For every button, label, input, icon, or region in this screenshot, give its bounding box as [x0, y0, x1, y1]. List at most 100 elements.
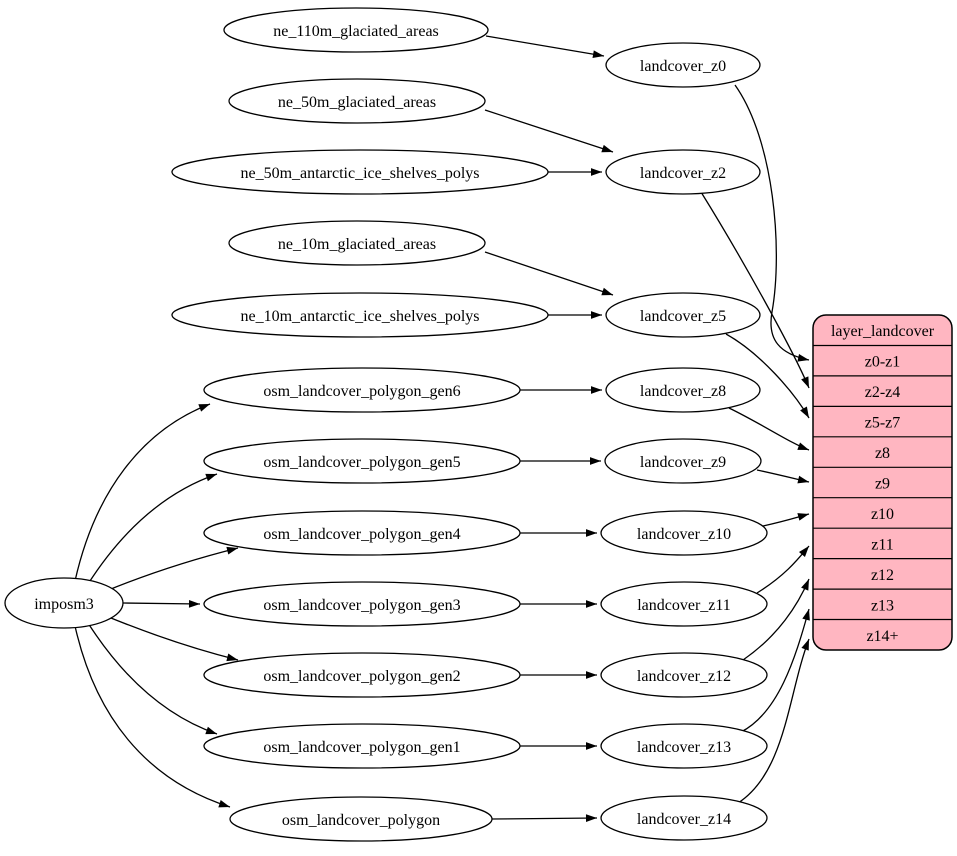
- edges-layer: [74, 35, 810, 823]
- layer-row-z10: z10: [871, 506, 894, 523]
- node-shape-landcover-z8: [605, 367, 761, 413]
- layer-row-z14: z14+: [866, 628, 898, 645]
- node-label-landcover-z10: landcover_z10: [637, 526, 731, 543]
- layer-row-z13: z13: [871, 598, 894, 615]
- node-shape-osm-landcover-polygon-gen5: [203, 438, 521, 484]
- node-label-osm-landcover-polygon-gen4: osm_landcover_polygon_gen4: [263, 526, 460, 543]
- node-landcover-z11: landcover_z11: [600, 581, 768, 627]
- edge-ne110m-z0: [485, 35, 605, 59]
- node-shape-landcover-z2: [605, 149, 761, 195]
- node-shape-landcover-z10: [600, 510, 768, 556]
- edge-z11-row-z11: [756, 545, 810, 594]
- node-shape-landcover-z11: [600, 581, 768, 627]
- node-label-osm-landcover-polygon: osm_landcover_polygon: [282, 812, 440, 829]
- node-imposm3: imposm3: [4, 577, 124, 629]
- node-label-landcover-z8: landcover_z8: [640, 383, 726, 400]
- node-label-landcover-z2: landcover_z2: [640, 165, 726, 182]
- node-osm-landcover-polygon-gen4: osm_landcover_polygon_gen4: [203, 510, 521, 556]
- node-landcover-z8: landcover_z8: [605, 367, 761, 413]
- node-label-osm-landcover-polygon-gen1: osm_landcover_polygon_gen1: [263, 739, 460, 756]
- node-landcover-z9: landcover_z9: [604, 438, 762, 484]
- edge-polygon-z14: [491, 814, 598, 823]
- layer-landcover-table: layer_landcover z0-z1 z2-z4 z5-z7 z8 z9 …: [812, 314, 953, 651]
- node-label-landcover-z5: landcover_z5: [640, 308, 726, 325]
- node-shape-osm-landcover-polygon-gen3: [203, 581, 521, 627]
- node-label-osm-landcover-polygon-gen3: osm_landcover_polygon_gen3: [263, 597, 460, 614]
- node-shape-ne-10m-glaciated-areas: [228, 220, 486, 266]
- edge-imposm3-gen1: [87, 622, 218, 735]
- edge-z0-row-z0z1: [734, 84, 810, 362]
- layer-row-z12: z12: [871, 567, 894, 584]
- node-shape-imposm3: [4, 577, 124, 629]
- edge-imposm3-gen2: [105, 615, 239, 662]
- node-label-ne-50m-antarctic-ice-shelves-polys: ne_50m_antarctic_ice_shelves_polys: [240, 165, 479, 182]
- node-shape-osm-landcover-polygon-gen6: [203, 367, 521, 413]
- node-ne-10m-antarctic-ice-shelves-polys: ne_10m_antarctic_ice_shelves_polys: [171, 292, 549, 338]
- node-label-ne-10m-antarctic-ice-shelves-polys: ne_10m_antarctic_ice_shelves_polys: [240, 308, 479, 325]
- node-shape-landcover-z9: [604, 438, 762, 484]
- edge-imposm3-gen5: [87, 473, 218, 585]
- node-osm-landcover-polygon-gen3: osm_landcover_polygon_gen3: [203, 581, 521, 627]
- node-shape-osm-landcover-polygon: [229, 796, 493, 842]
- node-label-ne-50m-glaciated-areas: ne_50m_glaciated_areas: [278, 94, 436, 111]
- layer-table-title: layer_landcover: [831, 323, 935, 340]
- node-label-osm-landcover-polygon-gen2: osm_landcover_polygon_gen2: [263, 668, 460, 685]
- node-shape-landcover-z12: [600, 652, 768, 698]
- node-label-osm-landcover-polygon-gen6: osm_landcover_polygon_gen6: [263, 383, 460, 400]
- node-label-landcover-z11: landcover_z11: [637, 597, 731, 614]
- node-osm-landcover-polygon-gen1: osm_landcover_polygon_gen1: [203, 723, 521, 769]
- node-label-landcover-z13: landcover_z13: [637, 739, 731, 756]
- node-shape-landcover-z13: [600, 723, 768, 769]
- edge-z8-row-z8: [728, 407, 810, 451]
- node-landcover-z2: landcover_z2: [605, 149, 761, 195]
- node-shape-ne-50m-glaciated-areas: [228, 78, 486, 124]
- edge-z5-row-z5z7: [725, 333, 810, 419]
- node-label-landcover-z14: landcover_z14: [637, 811, 731, 828]
- edge-z10-row-z10: [762, 513, 810, 527]
- node-shape-ne-110m-glaciated-areas: [223, 7, 489, 53]
- edge-z2-row-z2z4: [700, 191, 810, 389]
- layer-row-z5-z7: z5-z7: [865, 415, 901, 432]
- node-landcover-z5: landcover_z5: [605, 292, 761, 338]
- node-landcover-z13: landcover_z13: [600, 723, 768, 769]
- node-ne-110m-glaciated-areas: ne_110m_glaciated_areas: [223, 7, 489, 53]
- layer-table-body: [812, 314, 953, 651]
- layer-row-z2-z4: z2-z4: [865, 384, 901, 401]
- edge-ne50m-glaciated-z2: [484, 109, 614, 153]
- node-landcover-z0: landcover_z0: [605, 42, 761, 88]
- node-osm-landcover-polygon: osm_landcover_polygon: [229, 796, 493, 842]
- node-osm-landcover-polygon-gen2: osm_landcover_polygon_gen2: [203, 652, 521, 698]
- node-ne-10m-glaciated-areas: ne_10m_glaciated_areas: [228, 220, 486, 266]
- node-landcover-z10: landcover_z10: [600, 510, 768, 556]
- node-label-osm-landcover-polygon-gen5: osm_landcover_polygon_gen5: [263, 454, 460, 471]
- node-ne-50m-glaciated-areas: ne_50m_glaciated_areas: [228, 78, 486, 124]
- node-osm-landcover-polygon-gen5: osm_landcover_polygon_gen5: [203, 438, 521, 484]
- layer-row-z0-z1: z0-z1: [865, 354, 901, 371]
- node-shape-landcover-z5: [605, 292, 761, 338]
- node-shape-osm-landcover-polygon-gen4: [203, 510, 521, 556]
- node-label-ne-110m-glaciated-areas: ne_110m_glaciated_areas: [273, 23, 439, 40]
- node-landcover-z14: landcover_z14: [600, 795, 768, 841]
- layer-row-z9: z9: [875, 476, 890, 493]
- node-shape-osm-landcover-polygon-gen1: [203, 723, 521, 769]
- edge-z14-row-z14: [737, 638, 810, 804]
- node-label-landcover-z9: landcover_z9: [640, 454, 726, 471]
- node-label-landcover-z0: landcover_z0: [640, 58, 726, 75]
- node-shape-ne-10m-antarctic-ice-shelves-polys: [171, 292, 549, 338]
- node-shape-ne-50m-antarctic-ice-shelves-polys: [171, 149, 549, 195]
- layer-row-z8: z8: [875, 445, 890, 462]
- node-osm-landcover-polygon-gen6: osm_landcover_polygon_gen6: [203, 367, 521, 413]
- edge-imposm3-gen6: [74, 403, 211, 582]
- node-shape-landcover-z0: [605, 42, 761, 88]
- node-ne-50m-antarctic-ice-shelves-polys: ne_50m_antarctic_ice_shelves_polys: [171, 149, 549, 195]
- edge-imposm3-gen3: [122, 599, 201, 608]
- node-landcover-z12: landcover_z12: [600, 652, 768, 698]
- node-label-landcover-z12: landcover_z12: [637, 668, 731, 685]
- node-label-imposm3: imposm3: [34, 596, 94, 613]
- node-label-ne-10m-glaciated-areas: ne_10m_glaciated_areas: [278, 236, 436, 253]
- edge-z12-row-z12: [742, 578, 810, 661]
- edge-imposm3-gen4: [105, 546, 239, 592]
